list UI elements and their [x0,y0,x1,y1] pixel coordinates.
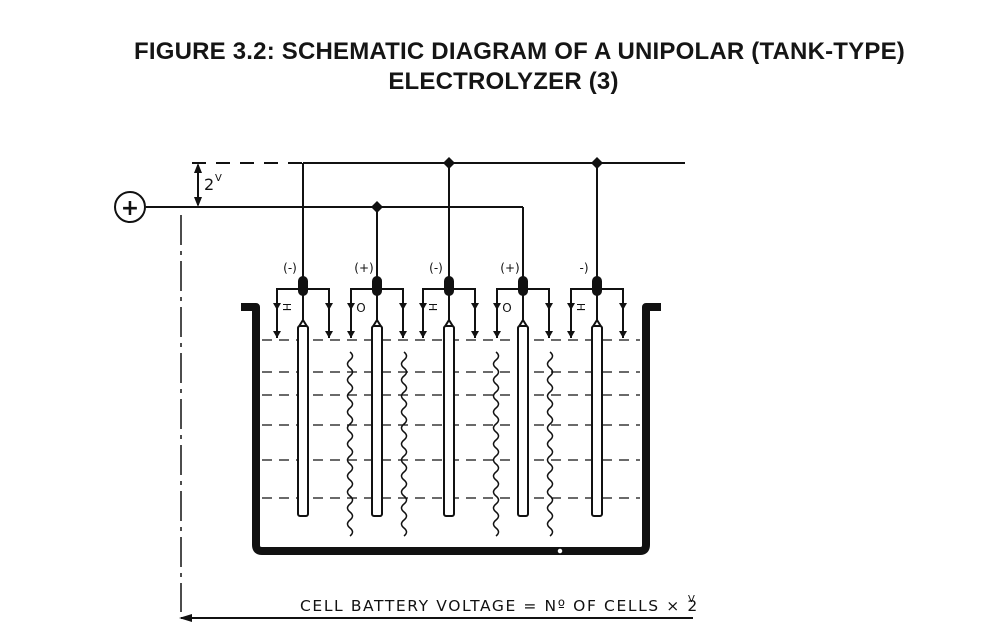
electrode-3: (-) H [419,261,479,517]
hood-arrow [325,331,333,338]
hood-arrow [545,331,553,338]
electrode-1: (-) H [273,261,333,517]
gas-collection-hood [496,288,550,338]
hood-arrow [567,303,575,310]
hood-arrow [399,331,407,338]
caption-unit: V [688,594,695,605]
hood-arrow [399,303,407,310]
electrode-polarity-label: (-) [283,261,297,275]
gas-symbol-hydrogen: H [426,303,439,311]
return-arrowhead [179,614,192,622]
electrode-5: -) H [567,261,627,517]
electrode-connector [298,276,308,296]
hood-arrow [619,303,627,310]
electrode-plate [517,325,529,517]
electrode-2: (+) O [346,261,408,537]
voltage-drop-label: 2 [204,175,214,194]
hood-arrow [567,331,575,338]
figure-title-line-1: FIGURE 3.2: SCHEMATIC DIAGRAM OF A UNIPO… [134,38,905,65]
hood-arrow [347,331,355,338]
electrode-plate [591,325,603,517]
hood-arrow [419,303,427,310]
junction-dot [371,201,383,213]
figure-title-line-2: ELECTROLYZER (3) [388,68,619,95]
hood-arrow [493,331,501,338]
electrode-connector [518,276,528,296]
diaphragm-right [546,351,554,537]
electrode-plate [443,325,455,517]
gas-collection-hood [350,288,404,338]
electrode-4: (+) O [492,261,554,537]
junction-dot [443,157,455,169]
hood-arrow [619,331,627,338]
electrode-connector [444,276,454,296]
positive-terminal: + [114,191,146,223]
gas-collection-hood [570,288,624,338]
hood-arrow [273,331,281,338]
electrode-polarity-label: (+) [500,261,519,275]
electrode-connector [592,276,602,296]
hood-arrow [471,303,479,310]
electrode-polarity-label: (+) [354,261,373,275]
hood-arrow [471,331,479,338]
hood-arrow [325,303,333,310]
hood-arrow [273,303,281,310]
hood-arrow [347,303,355,310]
diaphragm-left [492,351,500,537]
gas-symbol-oxygen: O [356,301,365,315]
electrode-polarity-label: (-) [429,261,443,275]
drain-plug [556,547,564,555]
diaphragm-left [346,351,354,537]
junction-dot [591,157,603,169]
electrode-polarity-label: -) [579,261,588,275]
diaphragm-right [400,351,408,537]
hood-arrow [545,303,553,310]
electrode-plate [297,325,309,517]
hood-arrow [419,331,427,338]
gas-collection-hood [422,288,476,338]
arrowhead-down [194,197,202,207]
junctions [194,157,603,213]
caption: CELL BATTERY VOLTAGE = Nº OF CELLS × 2 [300,597,699,615]
positive-terminal-symbol: + [121,196,139,221]
voltage-drop-unit: V [215,173,222,184]
gas-symbol-hydrogen: H [280,303,293,311]
gas-symbol-oxygen: O [502,301,511,315]
arrowhead-up [194,163,202,173]
electrode-connector [372,276,382,296]
hood-arrow [493,303,501,310]
gas-collection-hood [276,288,330,338]
electrode-plate [371,325,383,517]
tank [241,303,661,555]
electrodes: (-) H (+) O (-) H (+) O -) H [273,261,627,537]
gas-symbol-hydrogen: H [574,303,587,311]
